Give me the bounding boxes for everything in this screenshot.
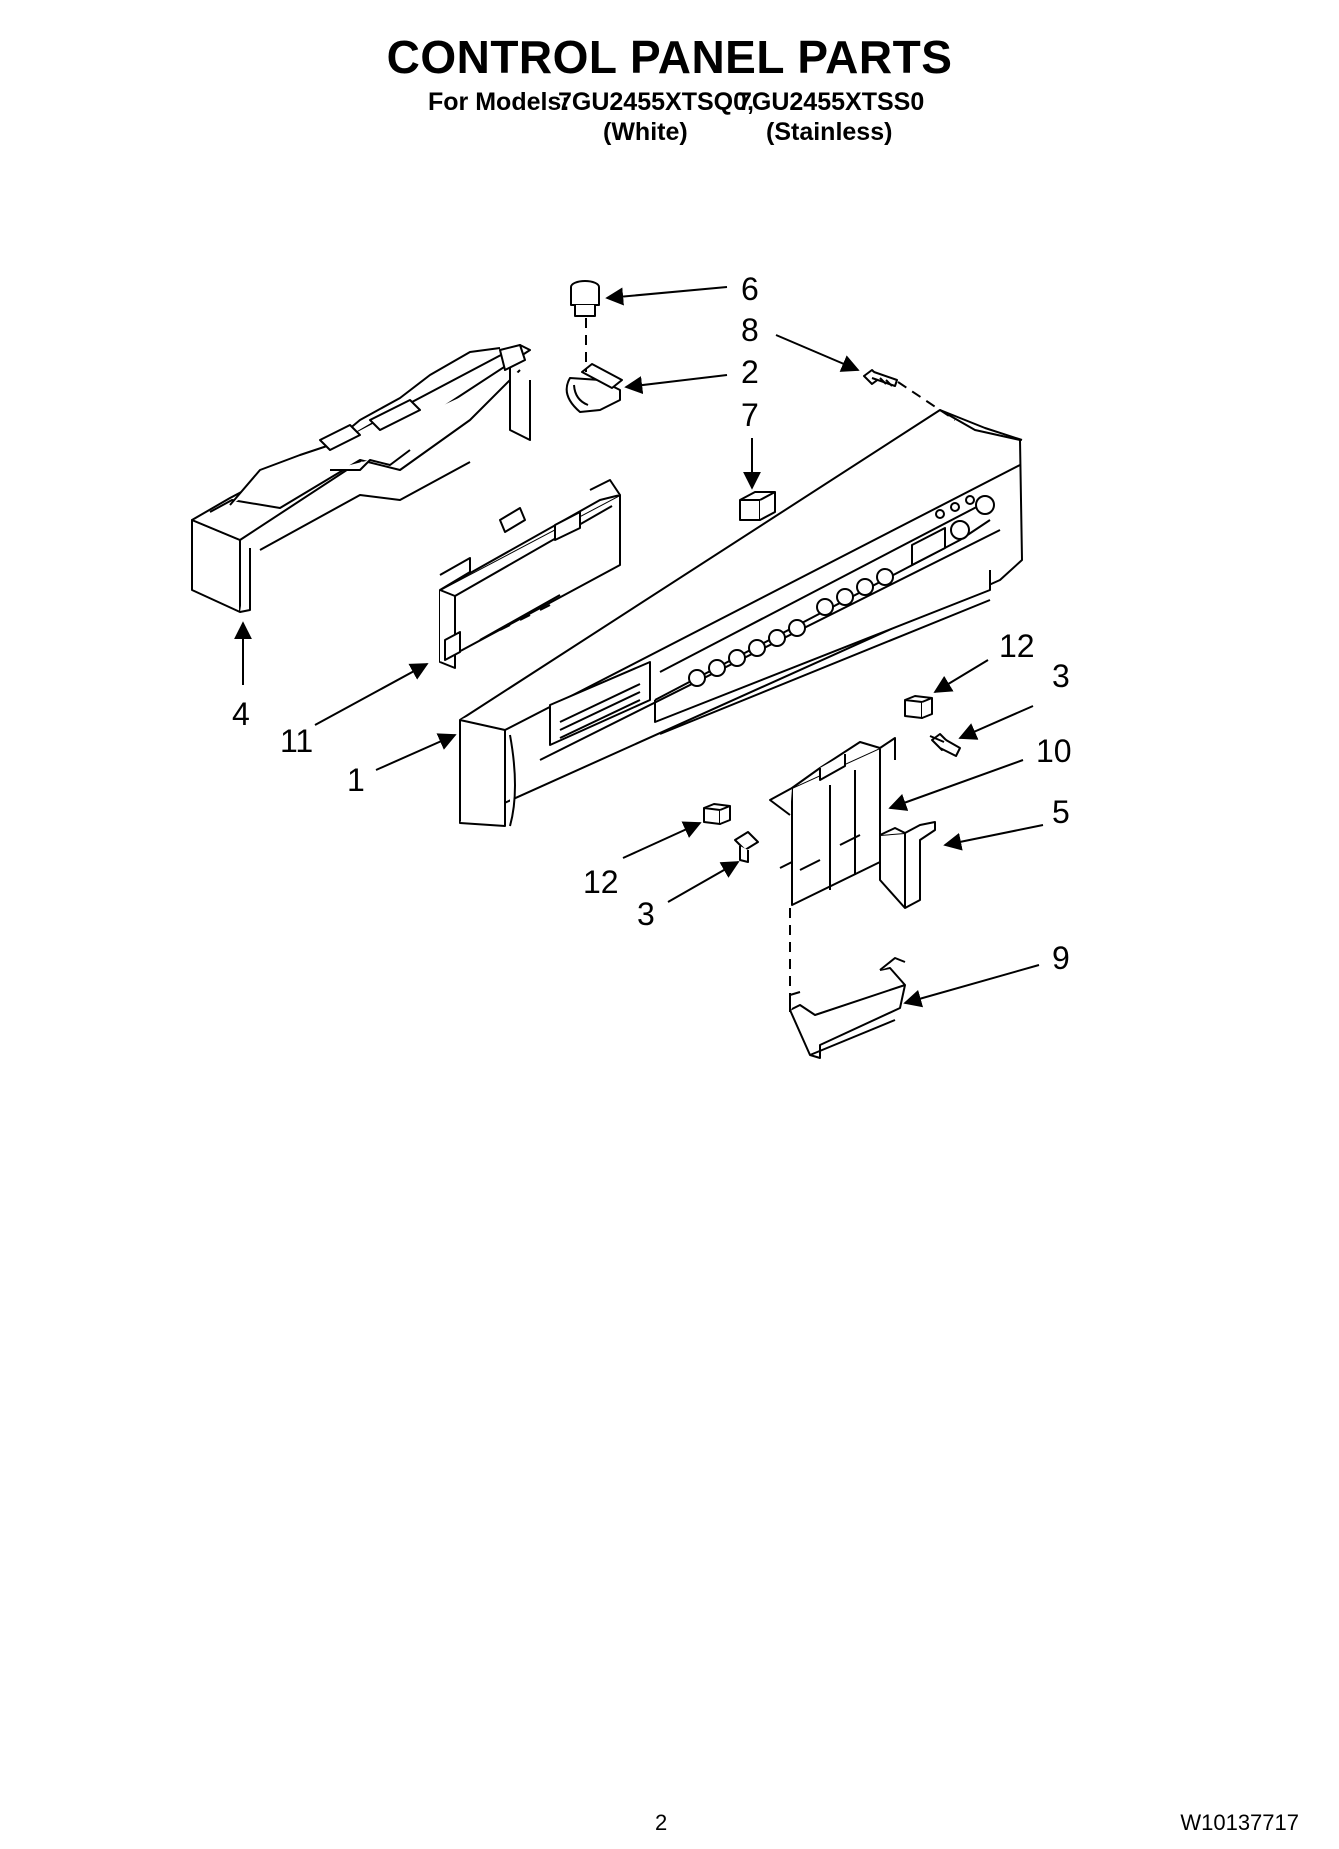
part-3-lower-screw [734, 831, 759, 863]
callout-12-lower: 12 [583, 864, 619, 900]
model-number-white: 7GU2455XTSQ0, [558, 88, 754, 116]
callout-10: 10 [1036, 733, 1072, 769]
variant-stainless: (Stainless) [766, 118, 893, 146]
part-7-clip [739, 491, 776, 521]
callout-9: 9 [1052, 940, 1070, 976]
callout-1: 1 [347, 762, 365, 798]
document-number: W10137717 [1180, 1810, 1299, 1835]
models-line: For Models: 7GU2455XTSQ0, 7GU2455XTSS0 [0, 88, 1339, 118]
callout-8: 8 [741, 312, 759, 348]
callout-6: 6 [741, 271, 759, 307]
callout-4: 4 [232, 696, 250, 732]
leader-arrows [234, 286, 1044, 1008]
part-10-bracket [769, 737, 896, 906]
assembly-guide-lines [585, 318, 956, 1005]
part-6-cap [570, 280, 600, 317]
page-number: 2 [655, 1810, 668, 1835]
part-11-control-board [439, 479, 621, 669]
callout-12-upper: 12 [999, 628, 1035, 664]
part-4-control-housing [191, 344, 531, 613]
model-number-stainless: 7GU2455XTSS0 [738, 88, 925, 116]
variant-line: (White) (Stainless) [0, 118, 1339, 148]
page-title: CONTROL PANEL PARTS [386, 31, 953, 83]
part-2-holder [565, 363, 623, 413]
callout-3-upper: 3 [1052, 658, 1070, 694]
callout-11: 11 [280, 723, 313, 759]
part-1-control-panel [459, 409, 1023, 827]
callout-2: 2 [741, 354, 759, 390]
part-5-latch [879, 821, 936, 909]
models-label: For Models: [428, 88, 570, 116]
variant-white: (White) [603, 118, 688, 146]
callout-3-lower: 3 [637, 896, 655, 932]
callout-5: 5 [1052, 794, 1070, 830]
callout-labels: 6 8 2 7 12 3 10 5 4 11 1 12 3 9 [232, 271, 1072, 976]
part-9-lower-bracket [789, 957, 906, 1059]
part-8-screw [863, 369, 898, 387]
part-12-upper-clip [904, 695, 933, 719]
part-3-upper-screw [929, 733, 961, 757]
callout-7: 7 [741, 397, 759, 433]
part-12-lower-clip [703, 803, 731, 825]
